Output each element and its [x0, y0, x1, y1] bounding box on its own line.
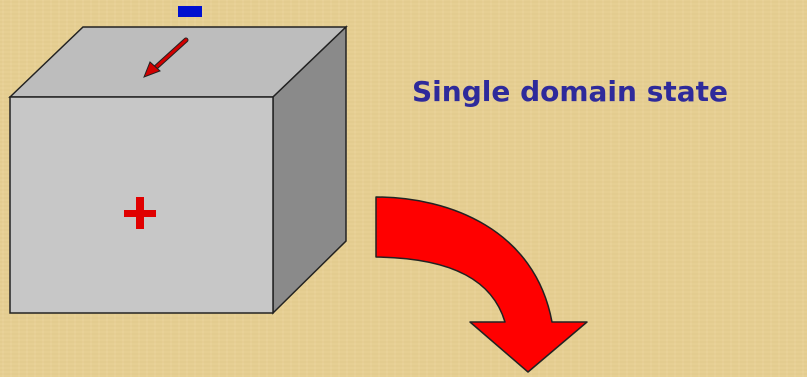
negative-charge-icon — [178, 6, 202, 17]
positive-charge-icon — [124, 197, 156, 229]
curved-arrow-icon — [375, 196, 588, 373]
ferroelectric-cube — [8, 25, 348, 315]
page-title: Single domain state — [412, 75, 729, 108]
polarization-arrow-icon — [143, 37, 189, 78]
